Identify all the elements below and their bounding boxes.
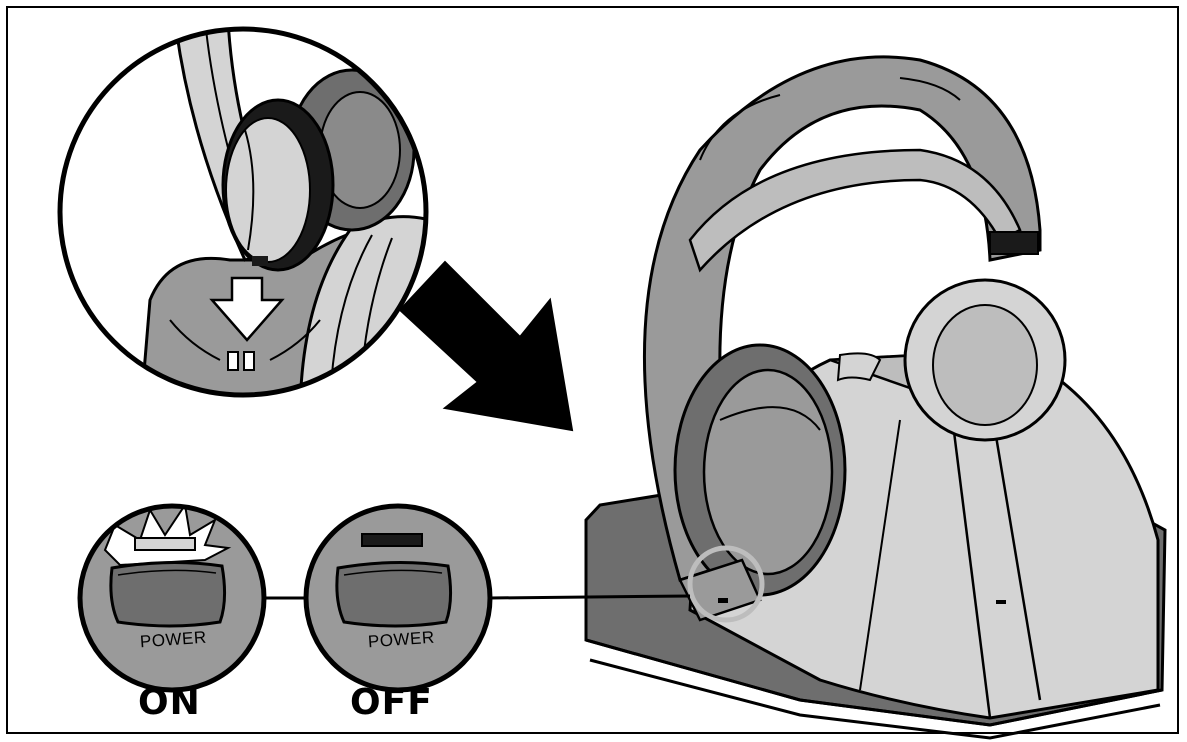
- led-glow-icon: [103, 504, 232, 567]
- power-callout-ring: [687, 545, 765, 623]
- headphones: [642, 55, 1067, 622]
- arrow-down-icon: [209, 276, 285, 342]
- power-off-callout: [303, 503, 493, 693]
- zoom-callout: [57, 26, 429, 398]
- state-on-label: ON: [138, 682, 201, 723]
- arrow-diagonal-icon: [398, 260, 574, 432]
- power-on-callout: [77, 503, 267, 693]
- state-off-label: OFF: [350, 682, 433, 723]
